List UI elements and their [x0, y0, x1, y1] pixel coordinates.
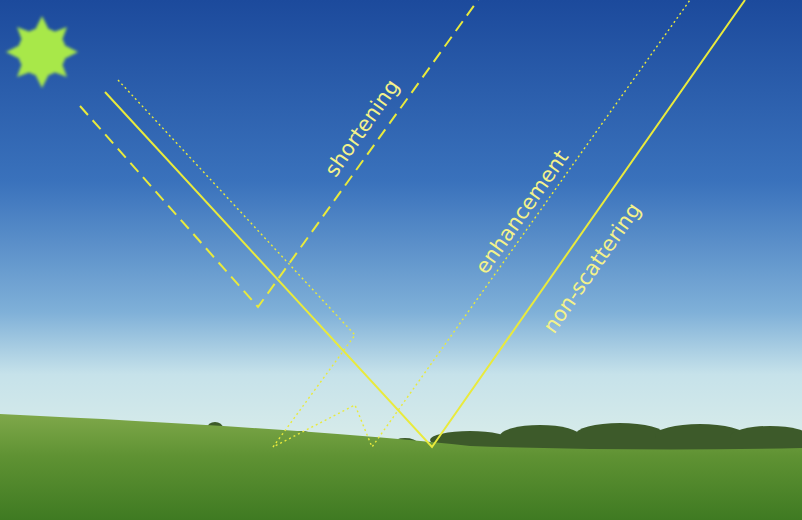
shortening-ray — [80, 0, 478, 307]
sun — [6, 16, 78, 88]
enhancement-ray — [118, 0, 690, 447]
non-scattering-ray — [105, 0, 745, 447]
light-rays — [80, 0, 745, 447]
grass-field — [0, 414, 802, 520]
